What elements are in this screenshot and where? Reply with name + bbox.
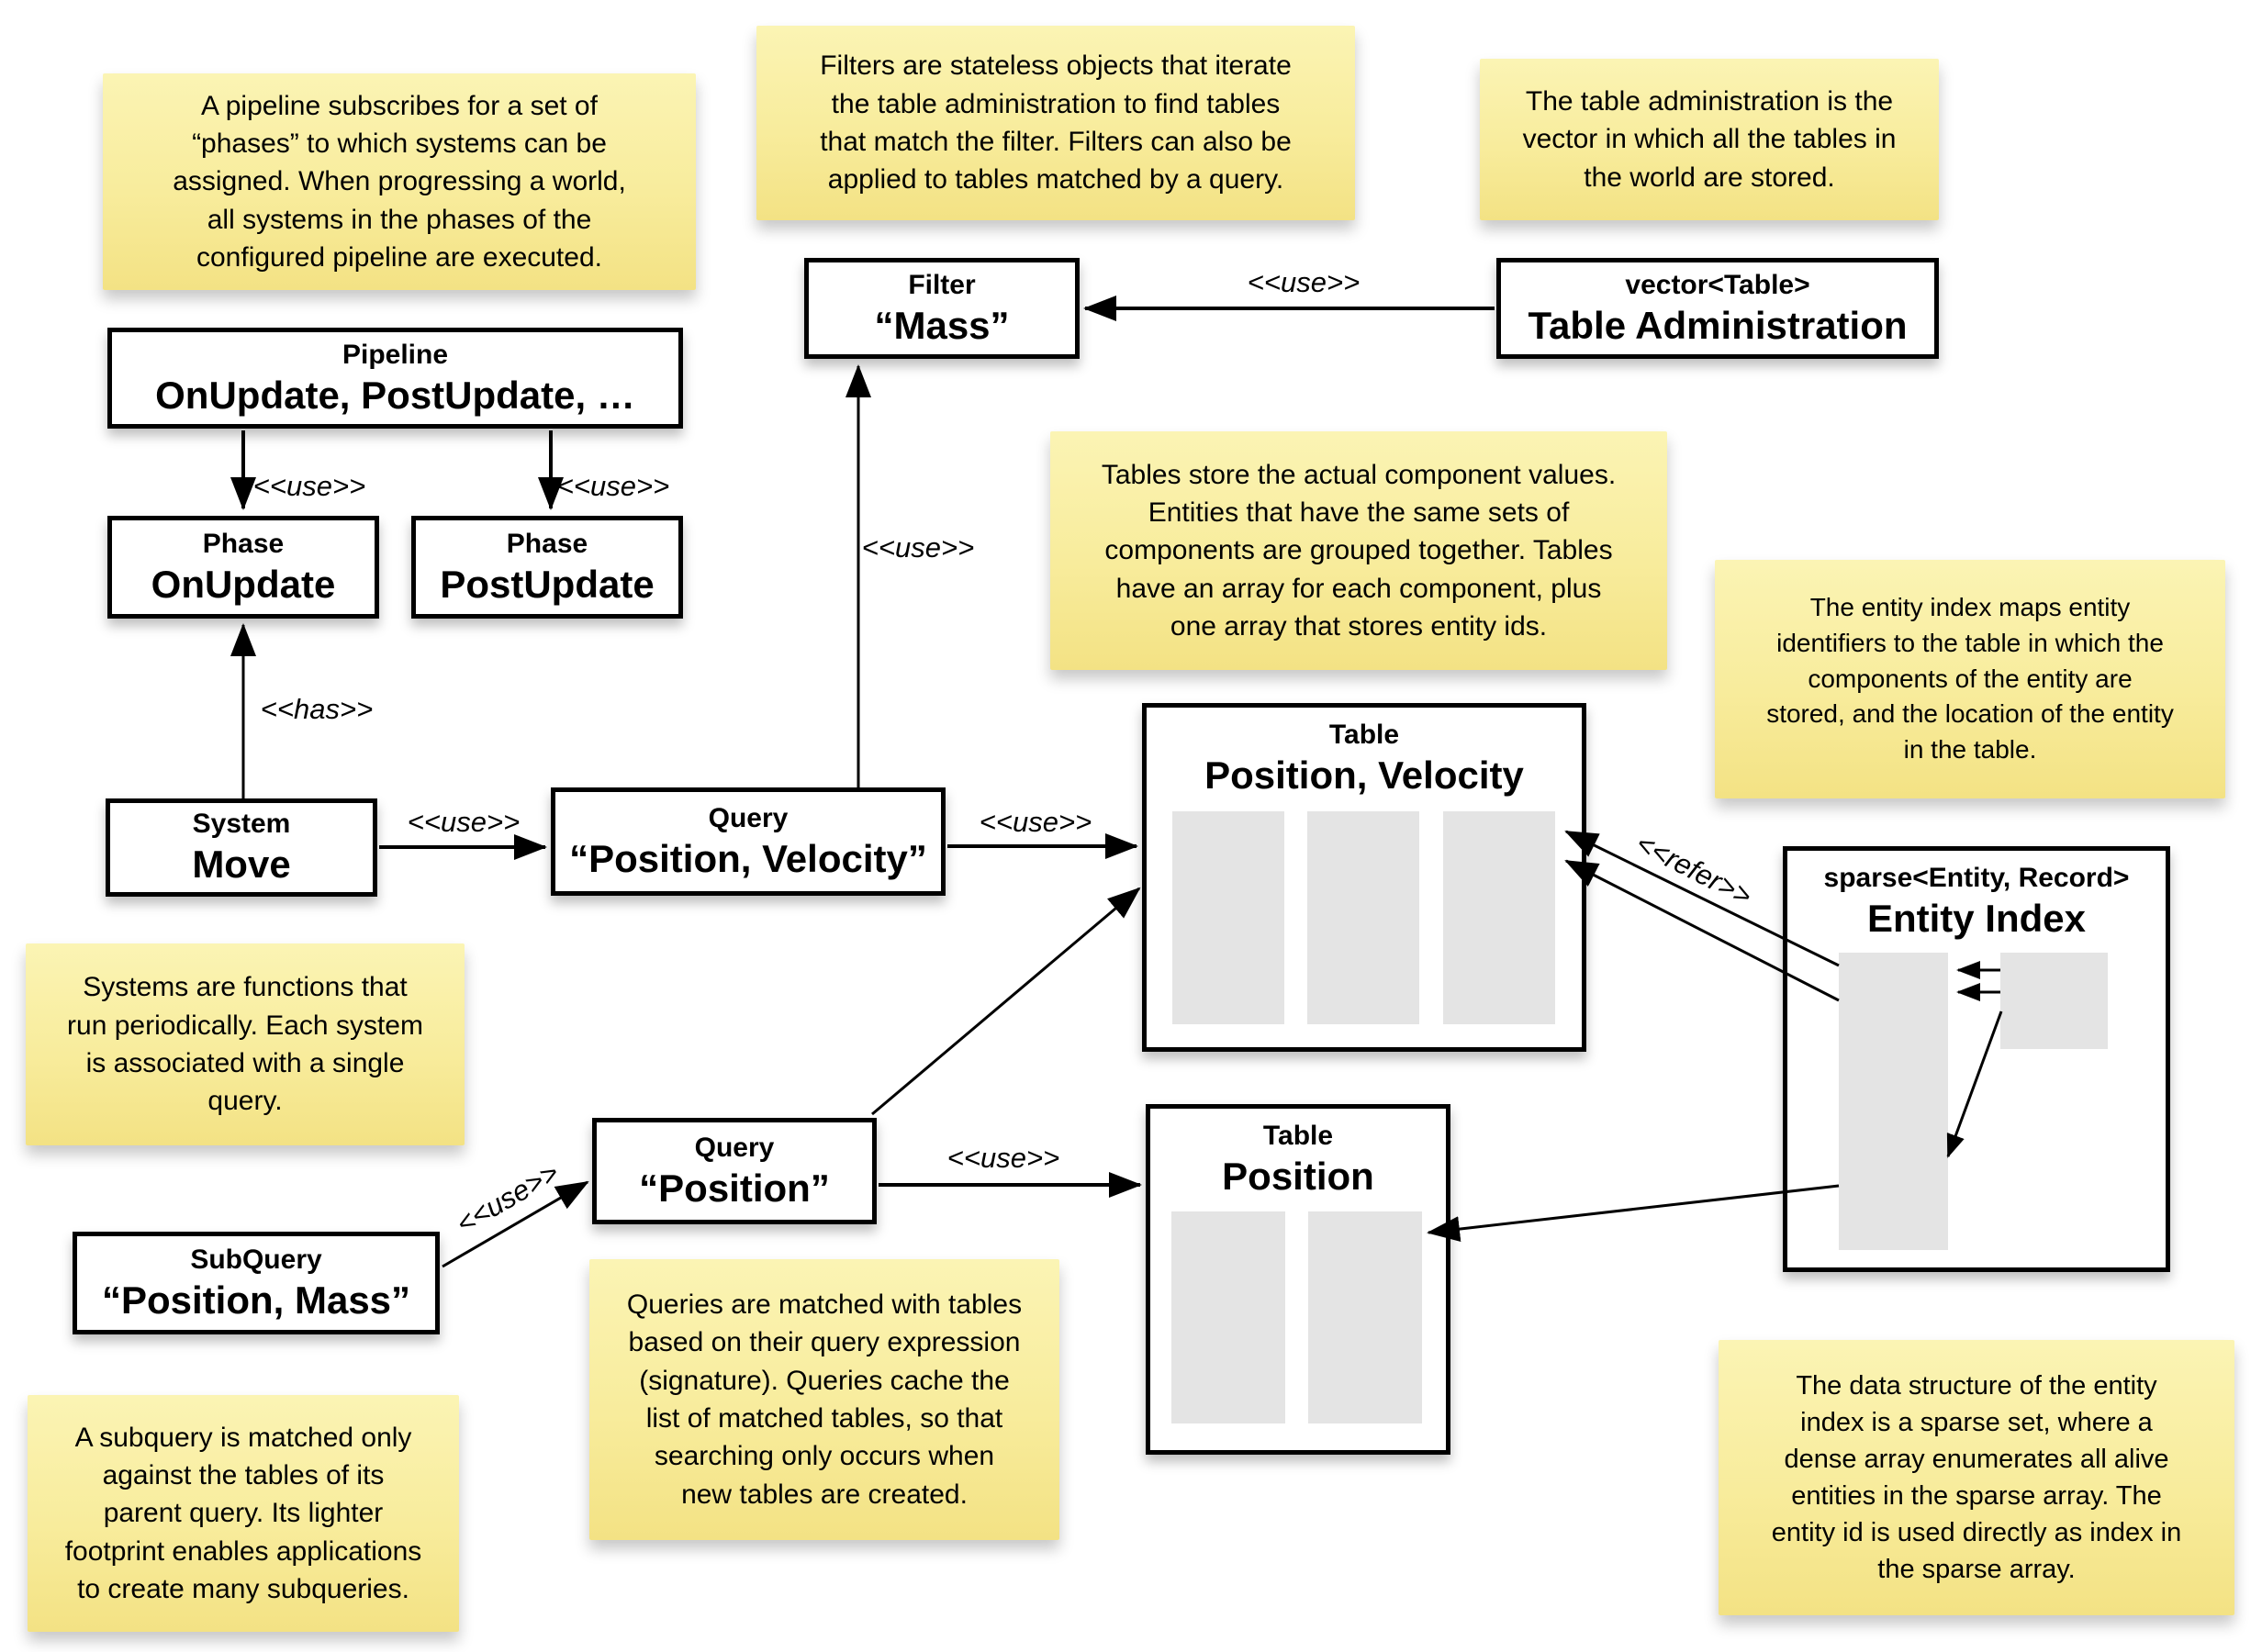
edge-label-use: <<use>> xyxy=(861,531,975,564)
box-stereotype: sparse<Entity, Record> xyxy=(1823,863,2130,893)
note-queries: Queries are matched with tables based on… xyxy=(589,1259,1059,1540)
dense-array xyxy=(2000,953,2108,1049)
note-table-admin: The table administration is the vector i… xyxy=(1480,59,1939,220)
box-name: OnUpdate, PostUpdate, … xyxy=(155,373,635,417)
box-name: “Position, Mass” xyxy=(101,1278,411,1322)
edge-label-refer: <<refer>> xyxy=(1630,827,1757,913)
box-name: OnUpdate xyxy=(151,562,336,606)
box-query-position-velocity: Query “Position, Velocity” xyxy=(551,787,946,896)
component-array xyxy=(1443,811,1555,1024)
box-stereotype: Pipeline xyxy=(342,339,449,370)
note-tables: Tables store the actual component values… xyxy=(1050,431,1667,670)
box-phase-postupdate: Phase PostUpdate xyxy=(411,516,683,619)
box-pipeline: Pipeline OnUpdate, PostUpdate, … xyxy=(107,328,683,429)
box-stereotype: Table xyxy=(1262,1121,1334,1151)
note-subquery: A subquery is matched only against the t… xyxy=(28,1395,459,1632)
component-array xyxy=(1172,811,1284,1024)
box-entity-index: sparse<Entity, Record> Entity Index xyxy=(1783,846,2170,1272)
box-filter-mass: Filter “Mass” xyxy=(804,258,1080,359)
box-name: PostUpdate xyxy=(440,562,655,606)
edge-label-use: <<use>> xyxy=(1247,266,1361,298)
box-table-position: Table Position xyxy=(1146,1104,1450,1455)
sparse-array xyxy=(1839,953,1948,1250)
box-query-position: Query “Position” xyxy=(592,1118,877,1224)
box-subquery: SubQuery “Position, Mass” xyxy=(73,1232,440,1334)
edge-label-use: <<use>> xyxy=(946,1142,1060,1174)
box-stereotype: Filter xyxy=(908,269,976,300)
box-stereotype: vector<Table> xyxy=(1625,269,1810,300)
box-stereotype: Phase xyxy=(506,528,588,559)
component-array xyxy=(1307,811,1419,1024)
box-name: “Mass” xyxy=(874,303,1010,347)
edge-label-has: <<has>> xyxy=(260,693,374,725)
box-name: Position xyxy=(1222,1155,1374,1198)
edge-label-use: <<use>> xyxy=(450,1155,565,1241)
box-name: Entity Index xyxy=(1866,897,2087,940)
box-table-position-velocity: Table Position, Velocity xyxy=(1142,703,1586,1052)
box-system-move: System Move xyxy=(106,798,377,897)
box-stereotype: System xyxy=(192,809,291,840)
box-stereotype: Phase xyxy=(202,528,285,559)
box-stereotype: Table xyxy=(1328,720,1400,750)
box-phase-onupdate: Phase OnUpdate xyxy=(107,516,379,619)
box-name: “Position” xyxy=(639,1166,830,1210)
box-stereotype: SubQuery xyxy=(190,1244,322,1275)
component-array xyxy=(1308,1211,1422,1423)
box-name: Move xyxy=(192,843,291,887)
edge-label-use: <<use>> xyxy=(979,806,1092,838)
edge-entity-tablepos xyxy=(1427,1184,1840,1243)
box-stereotype: Query xyxy=(694,1132,775,1163)
note-entity-index: The entity index maps entity identifiers… xyxy=(1715,560,2225,798)
box-stereotype: Query xyxy=(708,802,789,833)
edge-querypos-tablepv xyxy=(871,887,1141,1116)
note-filters: Filters are stateless objects that itera… xyxy=(756,26,1355,220)
component-array xyxy=(1171,1211,1285,1423)
edge-label-use: <<use>> xyxy=(556,470,670,502)
edge-label-use: <<use>> xyxy=(252,470,366,502)
note-sparse-set: The data structure of the entity index i… xyxy=(1719,1340,2234,1615)
box-name: Position, Velocity xyxy=(1204,753,1524,797)
note-pipeline: A pipeline subscribes for a set of “phas… xyxy=(103,73,696,290)
box-table-administration: vector<Table> Table Administration xyxy=(1496,258,1939,359)
box-name: “Position, Velocity” xyxy=(569,836,927,880)
edge-label-use: <<use>> xyxy=(407,806,521,838)
box-name: Table Administration xyxy=(1528,303,1908,347)
note-systems: Systems are functions that run periodica… xyxy=(26,943,465,1145)
